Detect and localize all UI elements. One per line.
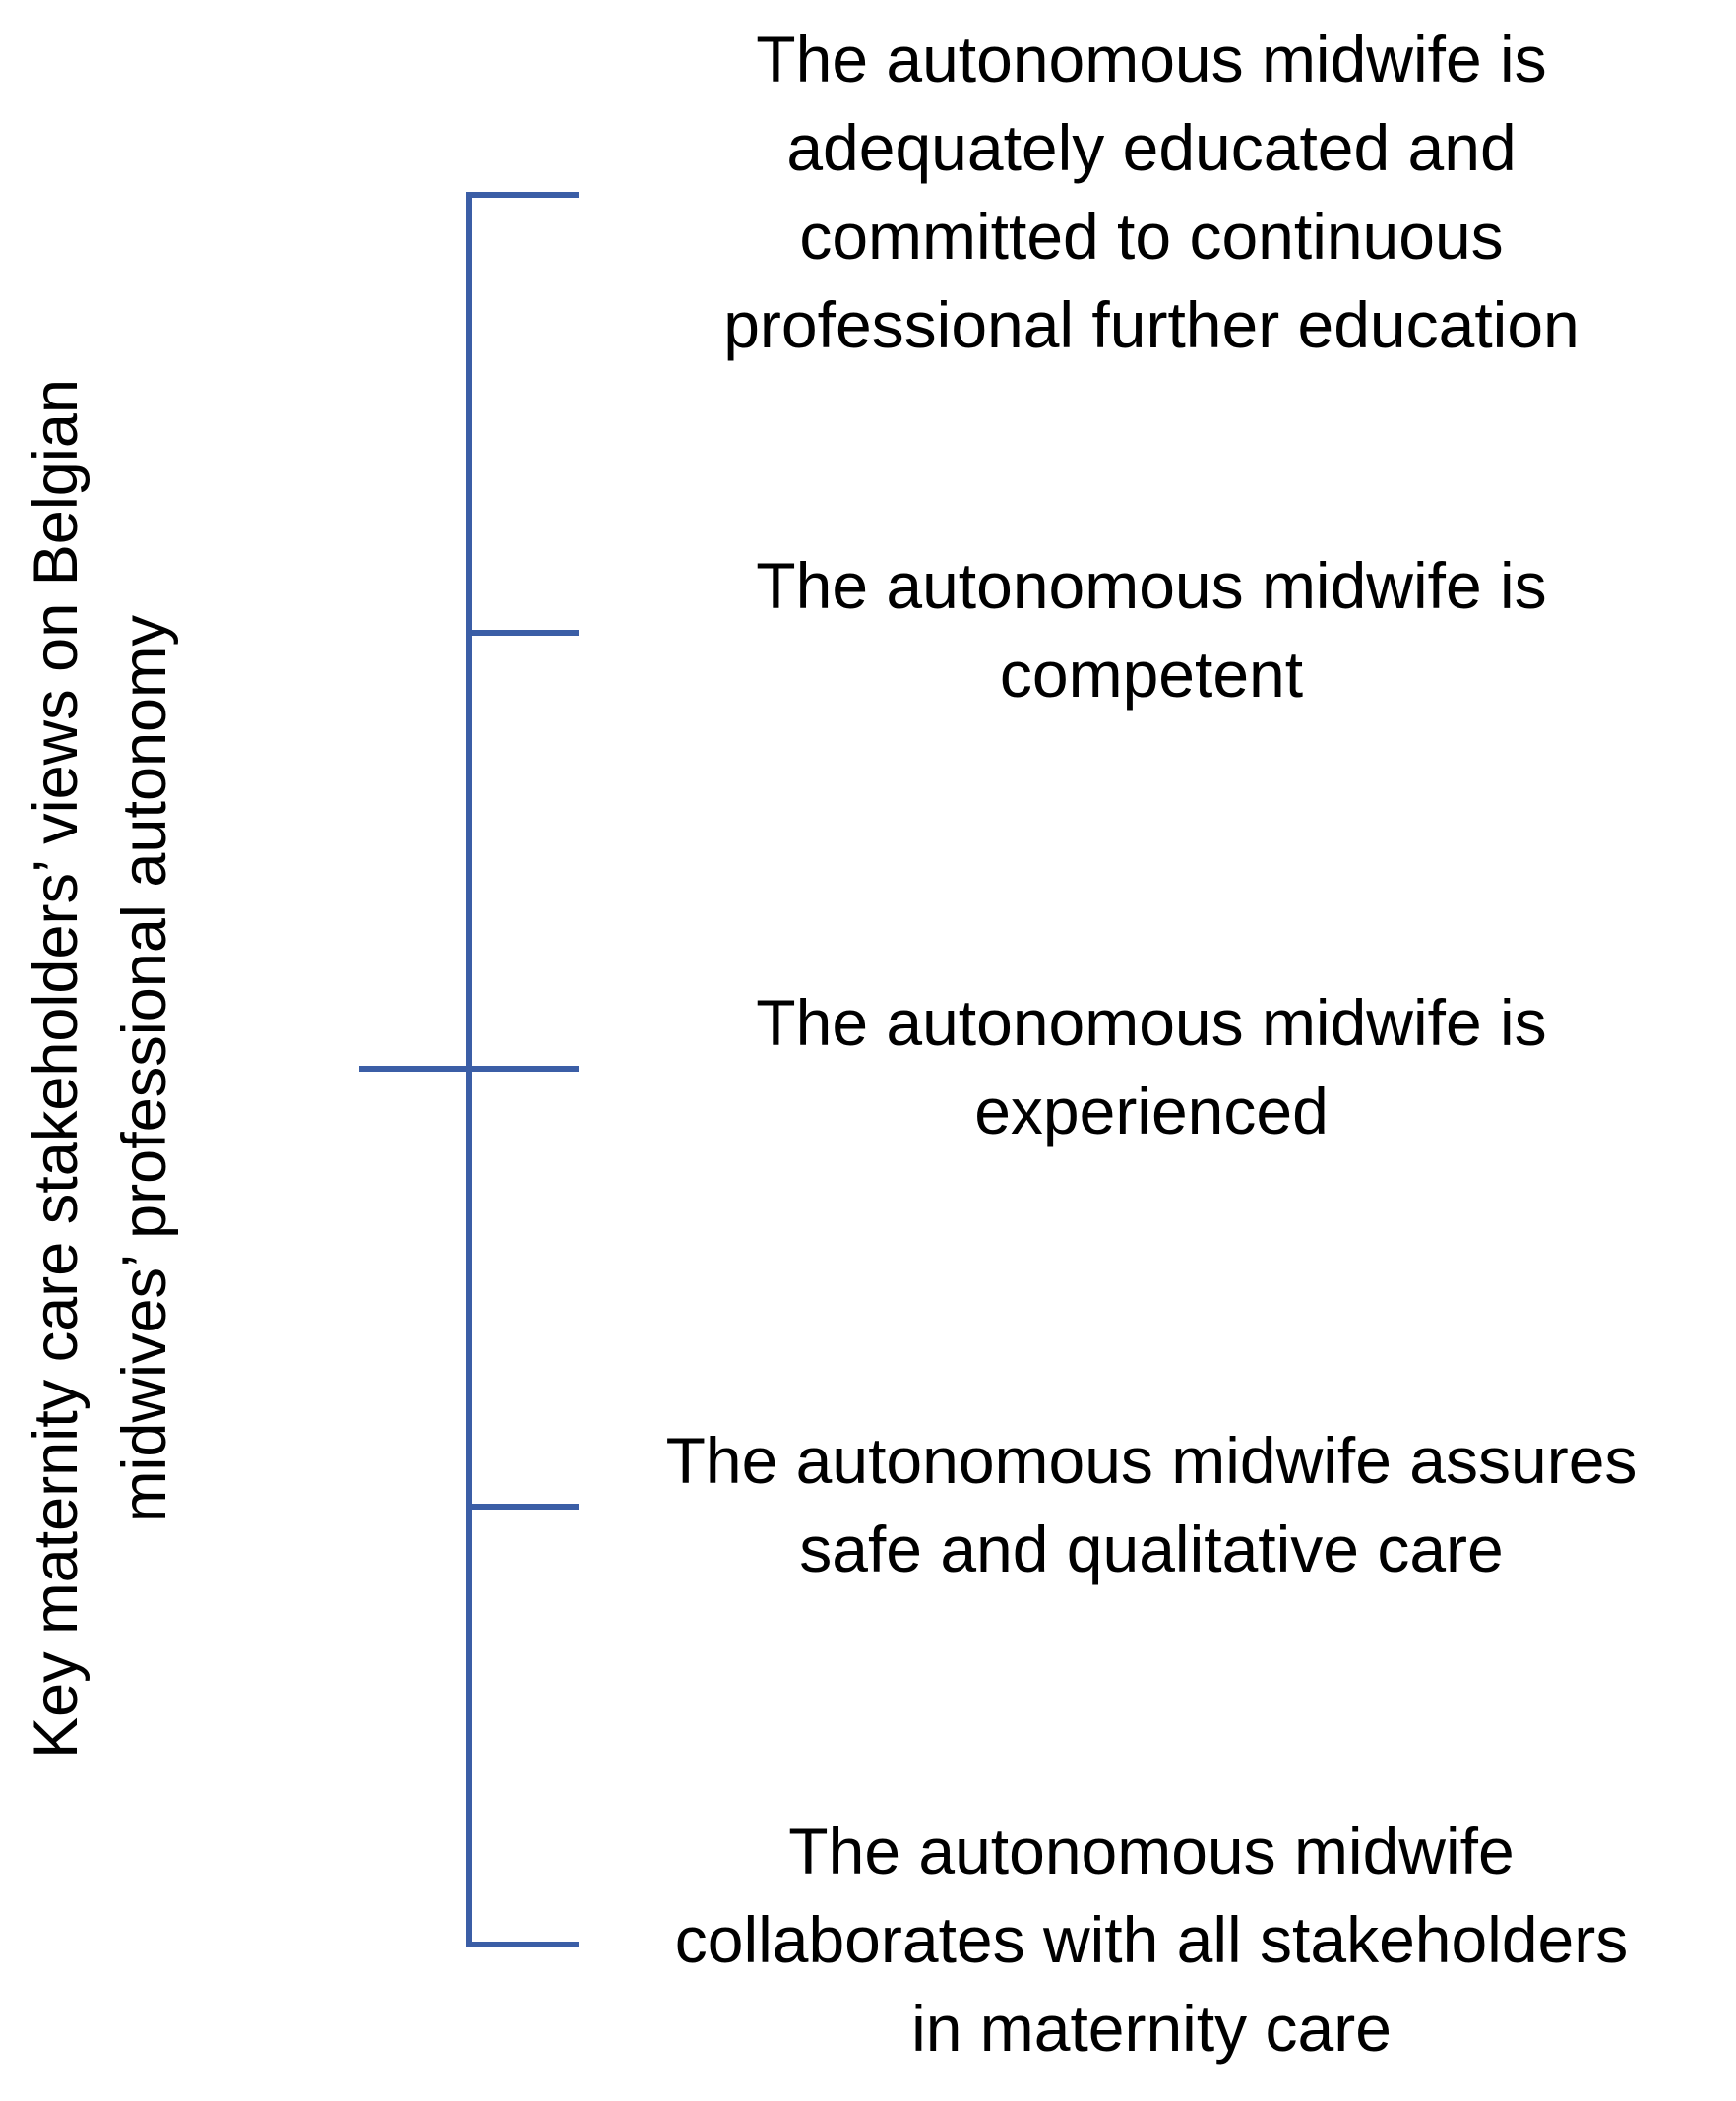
theme-node-experienced: The autonomous midwife is experienced bbox=[756, 986, 1547, 1147]
theme-node-safe-care: The autonomous midwife assures safe and … bbox=[665, 1424, 1638, 1585]
connector-group bbox=[359, 192, 579, 1947]
theme-node-collaboration: The autonomous midwife collaborates with… bbox=[674, 1815, 1629, 2065]
theme-node-education: The autonomous midwife is adequately edu… bbox=[723, 23, 1580, 361]
theme-node-competent: The autonomous midwife is competent bbox=[756, 549, 1547, 711]
root-label: Key maternity care stakeholders’ views o… bbox=[22, 379, 179, 1759]
